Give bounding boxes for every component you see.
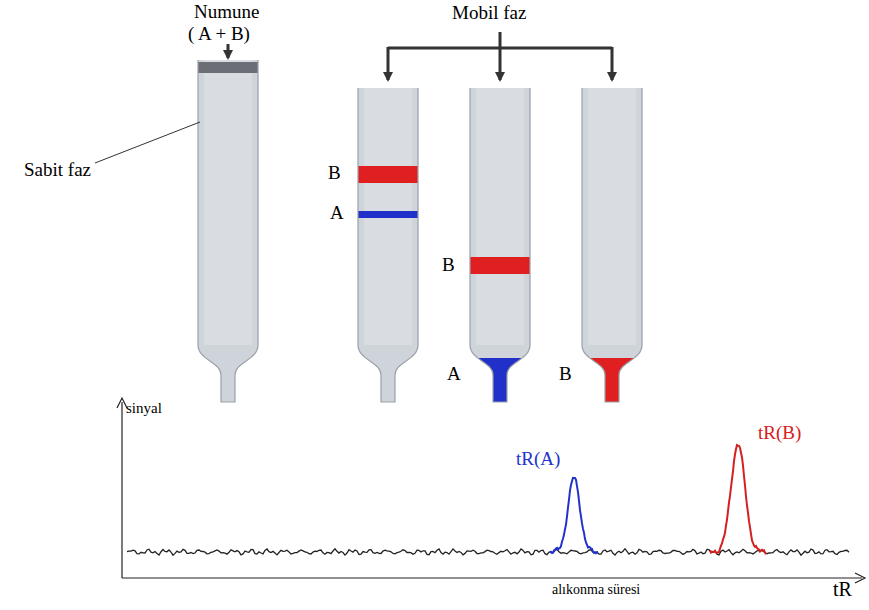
sample-arrow: [227, 44, 230, 58]
column: [582, 88, 642, 408]
peak-a: [550, 478, 598, 554]
band-label: A: [330, 203, 344, 224]
title-label: Mobil faz: [452, 3, 526, 24]
title-label: Numune: [194, 2, 259, 23]
signal-baseline: [127, 549, 849, 556]
chart-axes: [117, 398, 865, 583]
peak-label: tR(A): [516, 449, 560, 470]
peak-label: tR(B): [758, 423, 801, 444]
leader-line: [95, 122, 200, 163]
column: [198, 60, 258, 402]
peak-b: [710, 445, 766, 554]
mobile-phase-bracket: [388, 32, 612, 80]
band-label: B: [442, 255, 455, 276]
band-label: B: [328, 163, 341, 184]
axis-label: alıkonma süresi: [552, 582, 640, 597]
title-label: ( A + B): [188, 24, 250, 45]
part-name: Sabit faz: [24, 160, 91, 181]
column: [358, 88, 418, 402]
band-label: A: [447, 364, 461, 385]
band-label: B: [559, 364, 572, 385]
axis-label: tR: [833, 578, 852, 600]
column: [470, 88, 530, 408]
axis-label: sinyal: [126, 400, 162, 417]
